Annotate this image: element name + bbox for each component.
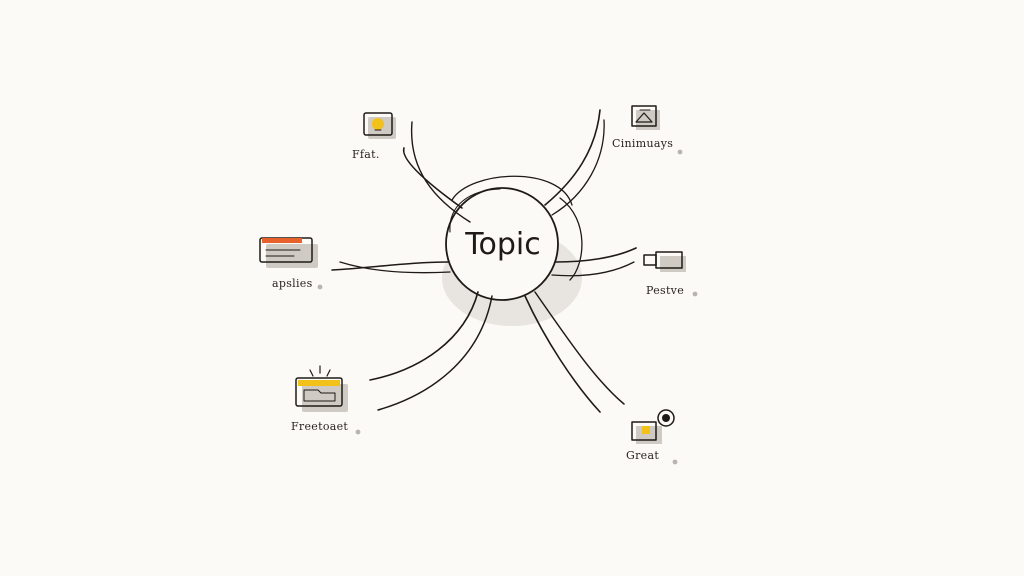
branch-label-cinimuays: Cinimuays	[612, 137, 673, 150]
connector-freetoaet	[369, 291, 479, 381]
topic-label: Topic	[464, 227, 540, 262]
picture-frame-icon	[631, 105, 660, 130]
connector-great	[524, 295, 601, 413]
branch-label-great: Great	[626, 449, 659, 462]
folder-card-icon	[295, 365, 348, 412]
connector-apslies	[331, 261, 449, 271]
connector-pestve	[555, 247, 637, 263]
central-topic-node[interactable]: Topic	[442, 175, 583, 326]
branch-node-freetoaet[interactable]: Freetoaet	[291, 365, 361, 435]
camera-mug-icon	[631, 409, 675, 444]
connector-ffat	[402, 147, 463, 209]
browser-window-icon	[259, 237, 318, 268]
branch-node-cinimuays[interactable]: Cinimuays	[612, 105, 683, 155]
usb-plug-icon	[643, 251, 686, 272]
branch-node-ffat[interactable]: Ffat.	[352, 112, 396, 161]
branch-label-ffat: Ffat.	[352, 148, 380, 161]
branch-label-pestve: Pestve	[646, 284, 684, 297]
branch-connectors	[331, 109, 637, 413]
connector-cinimuays	[544, 109, 601, 206]
branch-label-freetoaet: Freetoaet	[291, 420, 348, 433]
branch-node-pestve[interactable]: Pestve	[643, 251, 698, 297]
branch-node-apslies[interactable]: apslies	[259, 237, 323, 290]
branch-node-great[interactable]: Great	[626, 409, 678, 465]
lightbulb-card-icon	[363, 112, 396, 139]
branch-label-apslies: apslies	[272, 277, 313, 290]
